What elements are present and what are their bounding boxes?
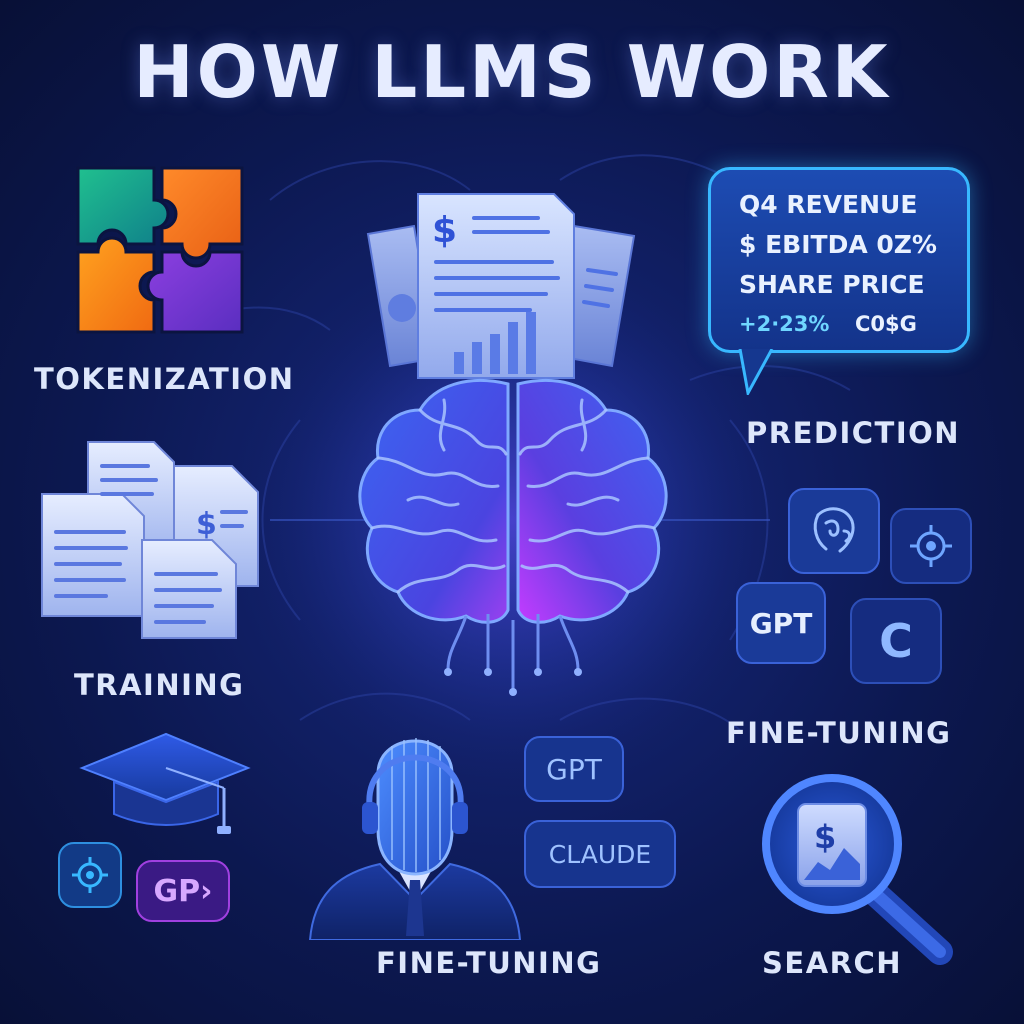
gp-chip[interactable]: GP› — [136, 860, 230, 922]
puzzle-icon — [76, 166, 244, 334]
dollar-glyph: $ — [814, 818, 836, 856]
brain-icon — [358, 379, 668, 696]
target-chip-right[interactable] — [890, 508, 972, 584]
face-icon — [813, 507, 855, 553]
person-silhouette-icon — [308, 738, 522, 940]
bubble-line-4-change: +2·23% — [739, 312, 830, 336]
label-training: TRAINING — [74, 668, 245, 702]
label-tokenization: TOKENIZATION — [34, 362, 295, 396]
gpt-chip-bottom[interactable]: GPT — [524, 736, 624, 802]
document-stack-icon: $ — [41, 441, 259, 639]
label-fine-tuning-bottom: FINE-TUNING — [376, 946, 602, 980]
label-search: SEARCH — [762, 946, 903, 980]
graduation-cap-icon — [79, 732, 251, 834]
label-fine-tuning-right: FINE-TUNING — [726, 716, 952, 750]
dollar-glyph: $ — [432, 210, 457, 251]
target-icon — [910, 525, 952, 567]
face-chip[interactable] — [788, 488, 880, 574]
page-title: HOW LLMS WORK — [133, 30, 891, 114]
claude-chip-bottom[interactable]: CLAUDE — [524, 820, 676, 888]
magnifier-icon: $ — [762, 774, 953, 965]
label-prediction: PREDICTION — [746, 416, 961, 450]
target-chip[interactable] — [58, 842, 122, 908]
bubble-line-2: $ EBITDA 0Z% — [739, 230, 937, 259]
target-icon — [72, 857, 108, 893]
bubble-line-1: Q4 REVENUE — [739, 190, 918, 219]
bubble-line-4-code: C0$G — [855, 312, 917, 336]
bubble-line-3: SHARE PRICE — [739, 270, 925, 299]
speech-bubble-tail — [738, 349, 774, 395]
c-chip-right[interactable]: C — [850, 598, 942, 684]
gpt-chip-right[interactable]: GPT — [736, 582, 826, 664]
dollar-glyph: $ — [196, 507, 217, 542]
financial-documents-icon: $ — [366, 193, 636, 379]
speech-bubble-icon: Q4 REVENUE $ EBITDA 0Z% SHARE PRICE +2·2… — [708, 167, 970, 353]
